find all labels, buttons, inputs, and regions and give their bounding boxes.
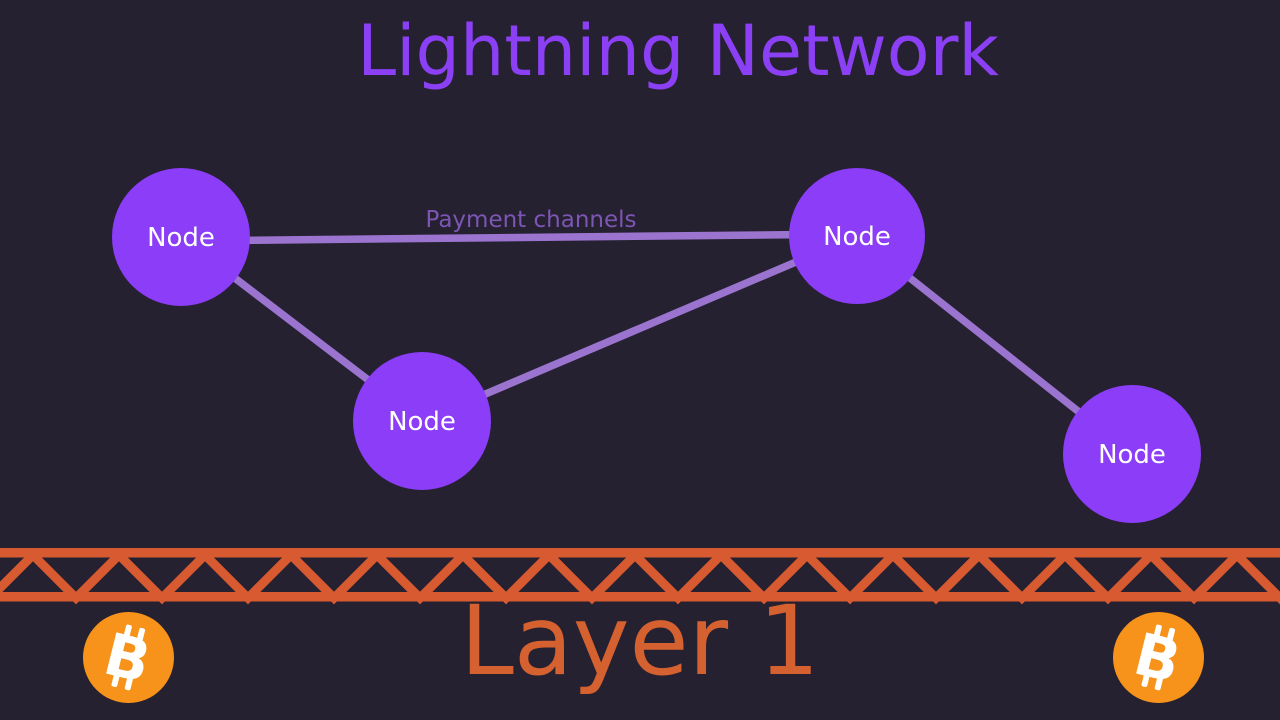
payment-channel-line bbox=[177, 230, 861, 245]
layer1-truss bbox=[0, 548, 1280, 605]
bitcoin-logo: B bbox=[83, 612, 174, 703]
lightning-node-circle bbox=[1063, 385, 1201, 523]
bitcoin-logo: B bbox=[1113, 612, 1204, 703]
truss-bottom-chord bbox=[0, 592, 1280, 602]
truss-top-chord bbox=[0, 548, 1280, 558]
bitcoin-icon: B bbox=[1128, 620, 1188, 697]
node-label: Node bbox=[388, 407, 456, 437]
payment-channels-label: Payment channels bbox=[426, 207, 637, 233]
bitcoin-icon: B bbox=[98, 620, 158, 697]
truss-zigzag bbox=[0, 548, 1280, 605]
diagram-title: Lightning Network bbox=[357, 10, 999, 92]
lightning-node-circle bbox=[789, 168, 925, 304]
node-label: Node bbox=[147, 223, 215, 253]
lightning-node-circle bbox=[112, 168, 250, 306]
layer1-label: Layer 1 bbox=[460, 585, 820, 697]
node-label: Node bbox=[1098, 440, 1166, 470]
node-label: Node bbox=[823, 222, 891, 252]
lightning-node-circle bbox=[353, 352, 491, 490]
payment-channel-line bbox=[418, 232, 861, 425]
